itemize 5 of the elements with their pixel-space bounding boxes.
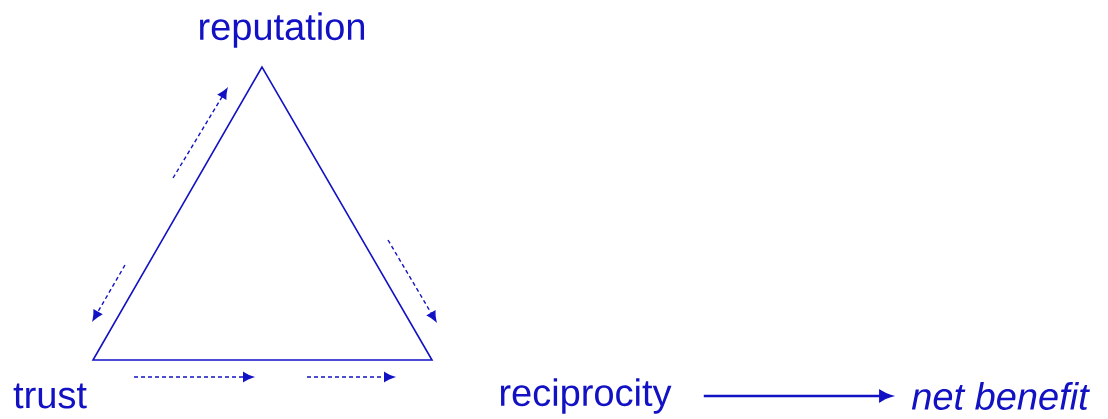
arrow bbox=[703, 390, 892, 402]
concept-label: trust bbox=[13, 383, 87, 409]
concept-label: reciprocity bbox=[500, 378, 672, 414]
concept-label: net benefit bbox=[911, 382, 1090, 410]
concept-label: reputation bbox=[200, 12, 364, 48]
